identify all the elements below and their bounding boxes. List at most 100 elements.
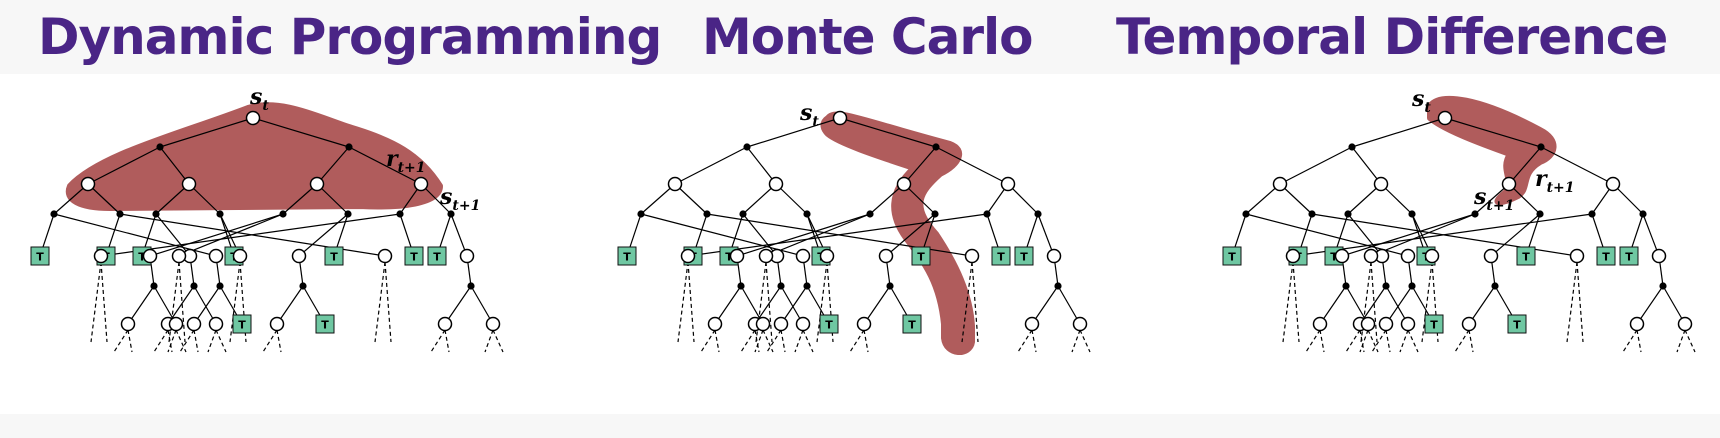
edge: [282, 183, 318, 215]
terminal-node: T: [911, 246, 931, 266]
action-node: [1242, 210, 1250, 218]
label-s-t1-td: st+1: [1473, 184, 1514, 214]
state-node: [1605, 176, 1621, 192]
state-node: [1363, 248, 1379, 264]
action-node: [983, 210, 991, 218]
action-node: [279, 210, 287, 218]
edge: [839, 117, 937, 148]
state-node: [232, 248, 248, 264]
edge: [444, 285, 472, 325]
edge: [1508, 146, 1542, 185]
state-node: [171, 248, 187, 264]
continuation-edge: [1282, 261, 1294, 343]
edge: [1347, 183, 1382, 215]
action-node: [1308, 210, 1316, 218]
action-node: [637, 210, 645, 218]
edge: [276, 285, 304, 325]
state-node: [667, 176, 683, 192]
state-node: [1312, 316, 1328, 332]
state-node: [819, 248, 835, 264]
edge: [1031, 285, 1059, 325]
action-node: [344, 210, 352, 218]
terminal-node: T: [1507, 314, 1527, 334]
terminal-node: T: [30, 246, 50, 266]
continuation-edge: [193, 329, 199, 353]
terminal-label: T: [238, 319, 246, 332]
continuation-edge: [700, 329, 716, 353]
action-node: [1344, 210, 1352, 218]
state-node: [1285, 248, 1301, 264]
edge: [1490, 213, 1541, 257]
terminal-label: T: [725, 251, 733, 264]
continuation-edge: [1370, 261, 1378, 343]
continuation-edge: [153, 329, 169, 353]
state-node: [755, 316, 771, 332]
terminal-label: T: [433, 251, 441, 264]
terminal-label: T: [825, 319, 833, 332]
continuation-edge: [1622, 329, 1638, 353]
continuation-edge: [1305, 329, 1321, 353]
continuation-edge: [1345, 329, 1361, 353]
continuation-edge: [178, 261, 186, 343]
tree-layer: TTTTTTTTTTTTTTTTTTTTTTTTTTT: [30, 110, 1696, 353]
action-node: [743, 143, 751, 151]
continuation-edge: [100, 261, 108, 343]
edge: [159, 146, 190, 185]
terminal-node: T: [1596, 246, 1616, 266]
state-node: [758, 248, 774, 264]
state-node: [1569, 248, 1585, 264]
continuation-edge: [430, 329, 446, 353]
action-node: [1408, 210, 1416, 218]
edge: [1347, 213, 1383, 257]
edge: [674, 183, 708, 215]
state-node: [768, 176, 784, 192]
edge: [1540, 146, 1614, 185]
terminal-label: T: [1430, 319, 1438, 332]
edge: [155, 183, 190, 215]
continuation-edge: [754, 329, 764, 353]
edge: [298, 213, 349, 257]
continuation-edge: [167, 329, 173, 353]
state-node: [1334, 248, 1350, 264]
state-node: [208, 316, 224, 332]
action-node: [1054, 282, 1062, 290]
action-node: [345, 143, 353, 151]
continuation-edge: [444, 329, 450, 353]
state-node: [1629, 316, 1645, 332]
state-node: [729, 248, 745, 264]
action-node: [1659, 282, 1667, 290]
terminal-node: T: [902, 314, 922, 334]
continuation-edge: [1468, 329, 1474, 353]
action-node: [737, 282, 745, 290]
action-node: [216, 210, 224, 218]
continuation-edge: [1454, 329, 1470, 353]
continuation-edge: [1399, 329, 1409, 353]
state-node: [485, 316, 501, 332]
edge: [1319, 285, 1347, 325]
continuation-edge: [127, 329, 133, 353]
state-node: [168, 316, 184, 332]
state-node: [1400, 316, 1416, 332]
action-node: [777, 282, 785, 290]
continuation-edge: [802, 329, 814, 353]
continuation-edge: [484, 329, 494, 353]
continuation-edge: [1031, 329, 1037, 353]
edge: [1037, 213, 1055, 257]
edge: [1474, 183, 1510, 215]
edge: [863, 285, 891, 325]
terminal-label: T: [138, 251, 146, 264]
state-node: [208, 248, 224, 264]
label-s-t-td: st: [1411, 86, 1431, 116]
edge: [736, 213, 871, 257]
state-node: [1072, 316, 1088, 332]
action-node: [1408, 282, 1416, 290]
action-node: [1382, 282, 1390, 290]
root-state-node: [1437, 110, 1453, 126]
edge: [1642, 213, 1660, 257]
state-node: [186, 316, 202, 332]
title-dynamic-programming: Dynamic Programming: [38, 8, 662, 66]
terminal-label: T: [410, 251, 418, 264]
